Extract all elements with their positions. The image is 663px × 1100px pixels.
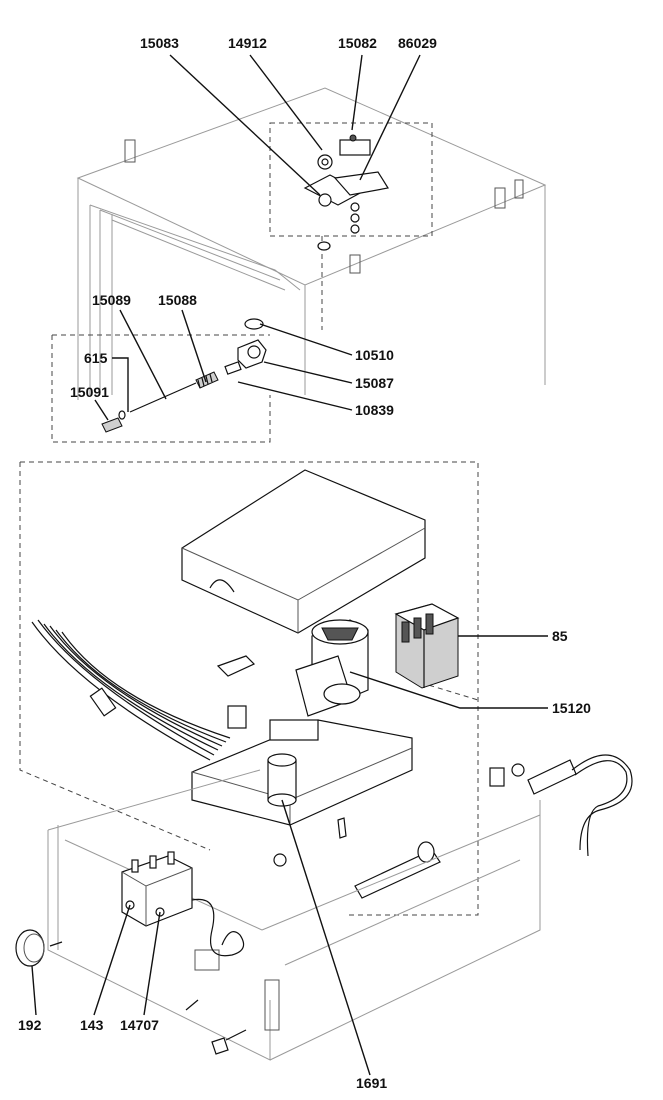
part-labels: 15083 14912 15082 86029 15089 15088 615 … [18, 35, 591, 1091]
label-15087: 15087 [355, 375, 394, 391]
probe-detail [51, 318, 271, 443]
wire-bundle [31, 619, 231, 761]
upper-cabinet [76, 87, 547, 400]
label-615: 615 [84, 350, 108, 366]
label-86029: 86029 [398, 35, 437, 51]
screws [185, 817, 347, 1055]
label-15082: 15082 [338, 35, 377, 51]
fan-motor [295, 619, 369, 717]
leader-lines [31, 54, 548, 1076]
lower-cable [354, 841, 441, 899]
label-15091: 15091 [70, 384, 109, 400]
label-15120: 15120 [552, 700, 591, 716]
label-15083: 15083 [140, 35, 179, 51]
label-85: 85 [552, 628, 568, 644]
cable-gland [489, 754, 633, 857]
bracket-detail [269, 122, 433, 330]
rotary-switch [121, 851, 245, 957]
knob [15, 929, 63, 967]
relay [394, 603, 460, 689]
label-143: 143 [80, 1017, 104, 1033]
shield-plate [333, 171, 389, 196]
thermostat [267, 753, 297, 807]
label-10510: 10510 [355, 347, 394, 363]
label-15089: 15089 [92, 292, 131, 308]
label-10839: 10839 [355, 402, 394, 418]
label-14707: 14707 [120, 1017, 159, 1033]
label-14912: 14912 [228, 35, 267, 51]
label-15088: 15088 [158, 292, 197, 308]
cover [181, 469, 426, 634]
label-1691: 1691 [356, 1075, 387, 1091]
label-192: 192 [18, 1017, 42, 1033]
control-box-area [19, 461, 633, 916]
